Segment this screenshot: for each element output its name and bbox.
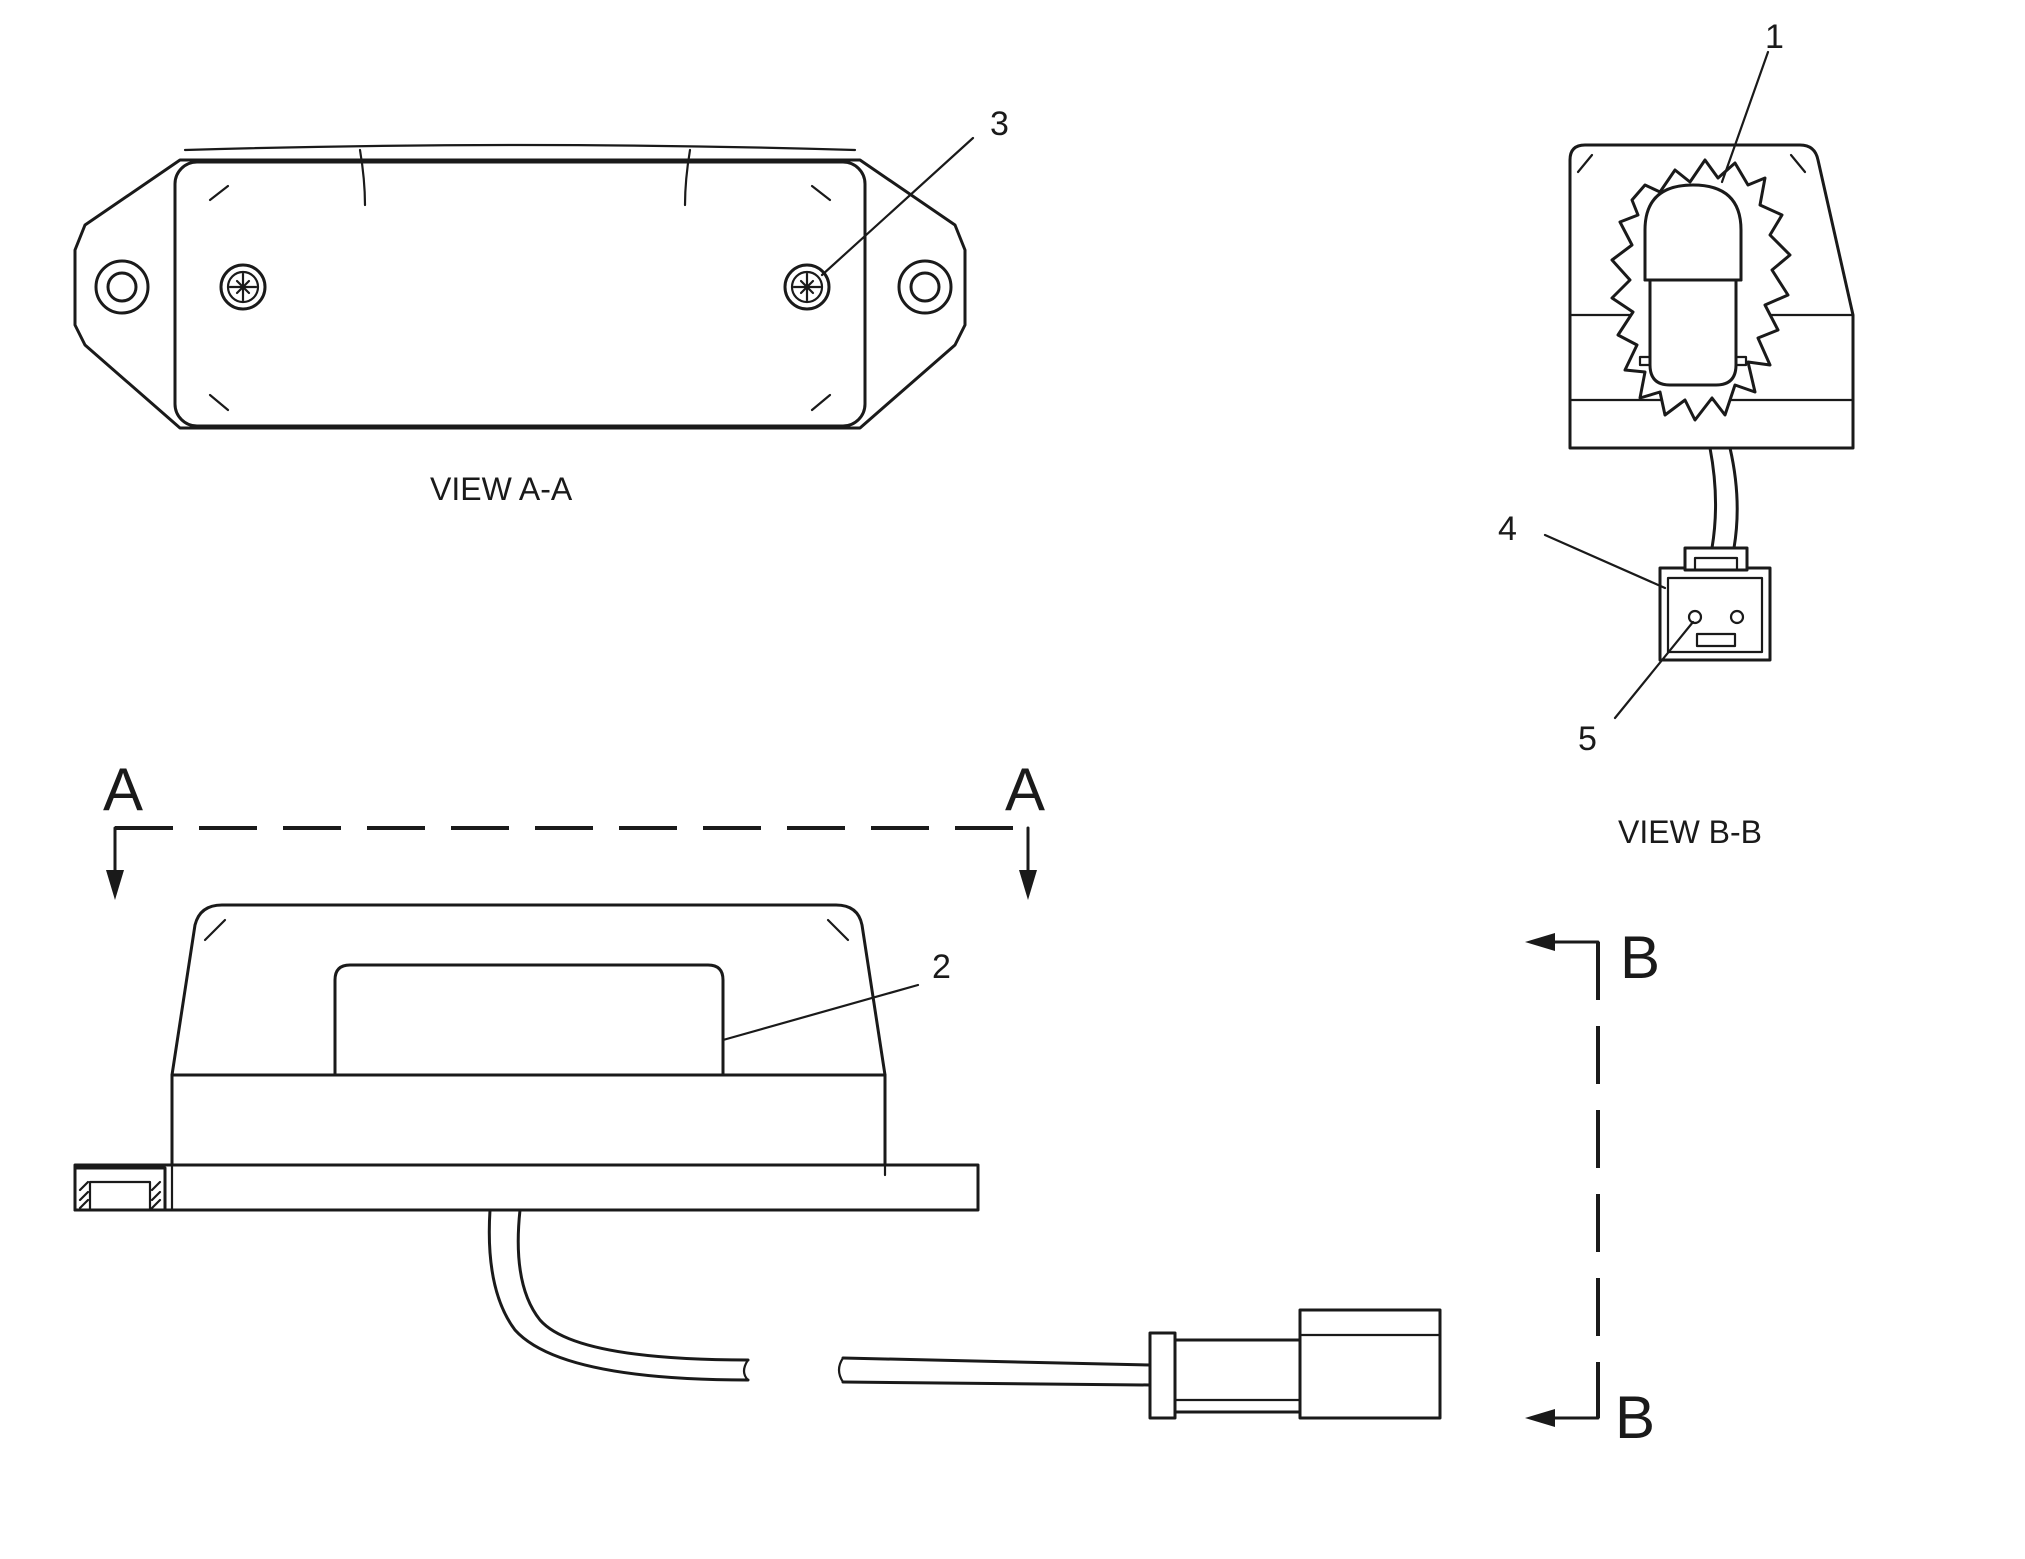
section-mark-b-bottom: B (1615, 1384, 1655, 1451)
section-line-a-a (106, 826, 1037, 900)
view-b-b-drawing (1543, 50, 1855, 720)
side-view-drawing (73, 903, 1442, 1420)
callout-3: 3 (990, 105, 1009, 143)
section-line-b-b (1525, 933, 1600, 1427)
section-mark-b-top: B (1620, 924, 1660, 991)
view-b-b-label: VIEW B-B (1618, 814, 1762, 850)
section-mark-a-left: A (103, 756, 143, 823)
screw-left (219, 263, 267, 311)
view-a-a-drawing (73, 136, 975, 430)
callout-1: 1 (1765, 18, 1784, 56)
section-mark-a-right: A (1005, 756, 1045, 823)
view-a-a-label: VIEW A-A (430, 471, 573, 507)
callout-5: 5 (1578, 720, 1597, 758)
screw-right (783, 263, 831, 311)
callout-2: 2 (932, 948, 951, 986)
callout-4: 4 (1498, 510, 1517, 548)
